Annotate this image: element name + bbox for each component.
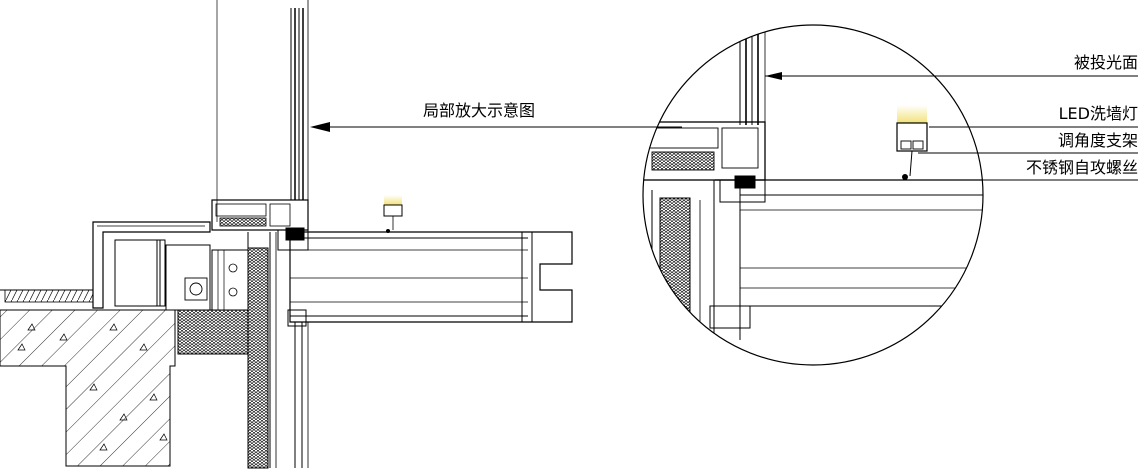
curtain-wall-mullion [290, 0, 309, 468]
label-detail-view: 局部放大示意图 [423, 101, 535, 120]
detail-circle: 被投光面 LED洗墙灯 调角度支架 不锈钢自攻螺丝 [642, 24, 1138, 366]
label-screw: 不锈钢自攻螺丝 [1026, 158, 1138, 177]
label-bracket: 调角度支架 [1058, 131, 1138, 150]
arrowhead-lit-surface [765, 72, 782, 80]
label-led-light: LED洗墙灯 [1059, 104, 1138, 123]
sill-flashing [92, 221, 211, 311]
wall-layers [211, 232, 277, 469]
label-lit-surface: 被投光面 [1074, 53, 1138, 72]
callout-leaders [765, 75, 1138, 181]
led-fixture-large [896, 105, 928, 180]
transom-profile [211, 199, 309, 251]
detail-leader [310, 122, 682, 132]
concrete-slab [0, 309, 176, 467]
horizontal-beam [285, 227, 573, 327]
ground-grade [0, 289, 94, 303]
insulation-block [177, 309, 249, 355]
main-section: 局部放大示意图 [0, 0, 682, 469]
led-fixture-small [383, 195, 403, 233]
